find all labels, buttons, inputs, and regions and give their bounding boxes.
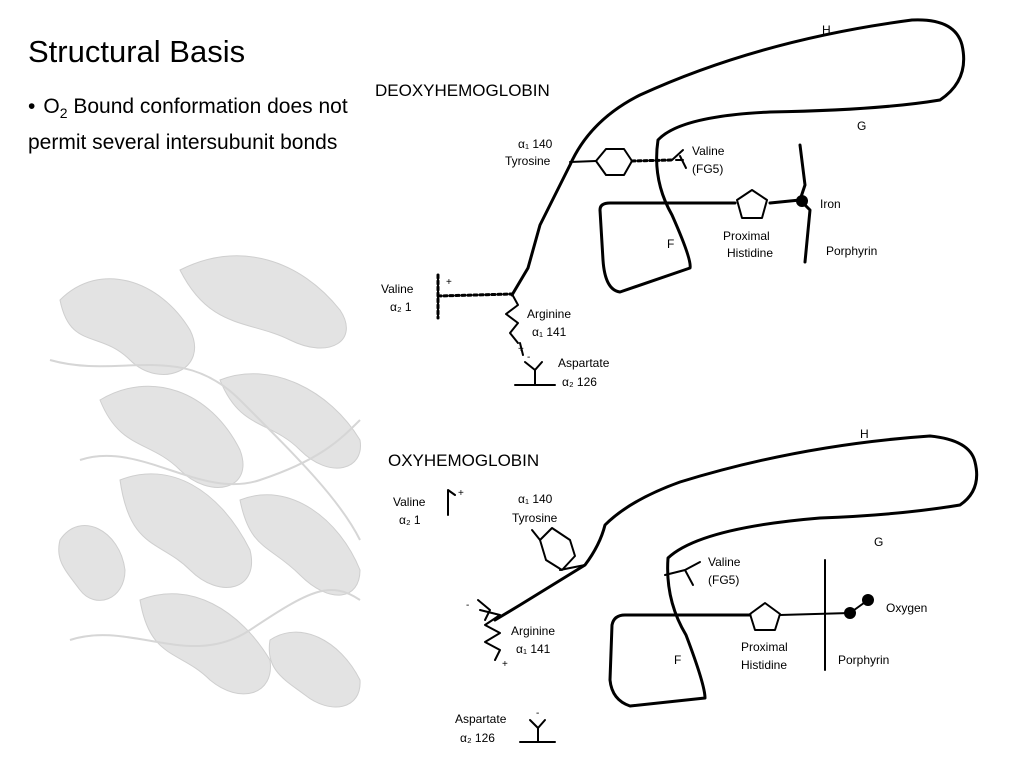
- oxy-tyrosine-number: α₁ 140: [518, 492, 553, 506]
- oxygen-symbol: O: [43, 95, 60, 118]
- oxy-histidine-ring: [749, 602, 781, 631]
- protein-ribbon-image: [49, 255, 361, 708]
- deoxy-valine-plus: +: [446, 277, 452, 288]
- deoxy-arginine-plus: +: [518, 344, 524, 355]
- deoxy-histidine-label-2: Histidine: [727, 246, 773, 260]
- oxy-valine-plus: +: [458, 488, 464, 499]
- deoxy-valine-a2-label: Valine: [381, 282, 414, 296]
- oxy-arginine-number: α₁ 141: [516, 642, 551, 656]
- bullet-point: • O2 Bound conformation does not permit s…: [28, 92, 348, 157]
- deoxy-valine-fg5-code: (FG5): [692, 162, 723, 176]
- oxy-tyrosine-ring: [539, 527, 576, 571]
- oxy-valine-a2-label: Valine: [393, 495, 426, 509]
- deoxy-tyrosine-number: α₁ 140: [518, 137, 553, 151]
- oxy-heading: OXYHEMOGLOBIN: [388, 451, 539, 470]
- deoxy-aspartate-number: α₂ 126: [562, 375, 597, 389]
- deoxy-aspartate-minus: -: [527, 352, 530, 363]
- oxy-oxygen-label: Oxygen: [886, 601, 927, 615]
- deoxy-backbone: [510, 18, 966, 297]
- oxy-histidine-label-1: Proximal: [741, 640, 788, 654]
- deoxy-helix-f: F: [667, 237, 674, 251]
- bullet-marker: •: [28, 95, 36, 118]
- oxy-aspartate-minus: -: [536, 708, 539, 719]
- oxy-helix-h: H: [860, 427, 869, 441]
- bullet-text: Bound conformation does not permit sever…: [28, 95, 348, 155]
- slide-title: Structural Basis: [28, 34, 246, 69]
- oxy-valine-fg5-label: Valine: [708, 555, 741, 569]
- oxy-arginine-minus: -: [466, 600, 469, 611]
- deoxy-tyrosine-ring: [595, 148, 633, 176]
- oxy-helix-f: F: [674, 653, 681, 667]
- oxy-valine-fg5-code: (FG5): [708, 573, 739, 587]
- deoxy-heading: DEOXYHEMOGLOBIN: [375, 81, 550, 100]
- oxy-tyrosine-label: Tyrosine: [512, 511, 558, 525]
- deoxy-histidine-ring: [736, 189, 768, 219]
- deoxy-helix-g: G: [857, 119, 866, 133]
- oxy-aspartate-number: α₂ 126: [460, 731, 495, 745]
- deoxy-helix-h: H: [822, 23, 831, 37]
- oxy-valine-a2-number: α₂ 1: [399, 513, 421, 527]
- oxy-porphyrin-label: Porphyrin: [838, 653, 889, 667]
- deoxy-valine-a2-number: α₂ 1: [390, 300, 412, 314]
- oxygen-subscript: 2: [59, 105, 68, 122]
- deoxy-ringline: [658, 198, 802, 205]
- deoxy-arginine-number: α₁ 141: [532, 325, 567, 339]
- deoxy-iron-label: Iron: [820, 197, 841, 211]
- deoxy-aspartate-label: Aspartate: [558, 356, 610, 370]
- oxy-arginine-plus: +: [502, 659, 508, 670]
- deoxy-tyrosine-label: Tyrosine: [505, 154, 551, 168]
- deoxy-porphyrin-label: Porphyrin: [826, 244, 877, 258]
- deoxy-histidine-label-1: Proximal: [723, 229, 770, 243]
- oxy-arginine-label: Arginine: [511, 624, 555, 638]
- deoxy-arginine-label: Arginine: [527, 307, 571, 321]
- deoxy-valine-fg5-label: Valine: [692, 144, 725, 158]
- oxy-aspartate-label: Aspartate: [455, 712, 507, 726]
- oxy-histidine-label-2: Histidine: [741, 658, 787, 672]
- oxy-helix-g: G: [874, 535, 883, 549]
- oxy-backbone: [493, 434, 979, 708]
